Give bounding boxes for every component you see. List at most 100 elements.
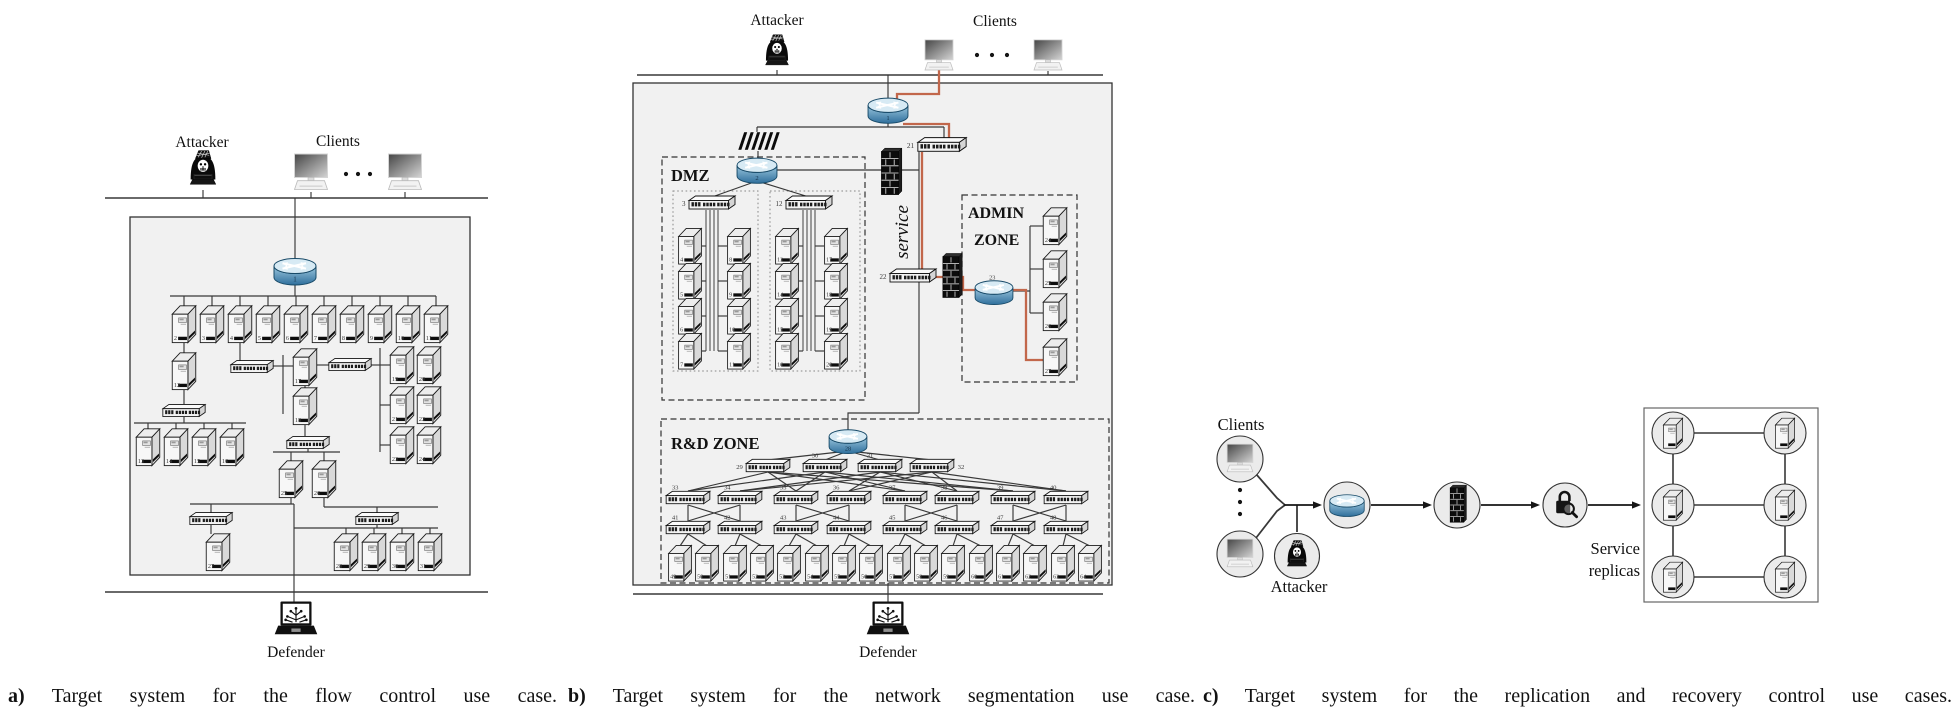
node-number-label: 30 [812,452,819,459]
arrowhead-icon [1632,501,1641,509]
edge-line [1012,533,1036,547]
edge-line [847,412,919,432]
node-number-label: 38 [941,484,948,491]
server-icon-11: 11 [726,332,752,371]
arrowhead-icon [876,101,882,106]
fw-icon [942,252,963,298]
node-number-label: 12 [776,200,784,208]
node-number-label: 28 [845,445,851,452]
server-circle-icon [1763,411,1807,455]
edge-line [931,471,1067,492]
node-number-label: 46 [941,514,948,521]
node-number-label: 52 [752,575,758,581]
label-attacker: Attacker [1271,577,1328,596]
edge-line [848,533,872,547]
node-number-label: 45 [889,514,896,521]
node-number-label: 7 [314,335,317,342]
attacker-circle-icon [1273,532,1321,580]
edge-line [767,450,849,461]
arrowhead-icon [300,262,306,267]
server-circle-icon [1763,483,1807,527]
server-circle-icon [1651,555,1695,599]
node-number-label: 9 [370,335,373,342]
server-icon-4: 4 [227,304,253,344]
router-icon-1: 1 [273,258,317,286]
node-number-label: 3 [202,335,205,342]
server-icon-21: 21 [389,385,415,425]
node-number-label: 41 [672,514,679,521]
fw-circle-icon [1433,481,1481,529]
label-clients: Clients [1218,415,1265,434]
caption-a-label: a) [8,685,25,707]
edge-line [1012,504,1067,522]
node-number-label: 25 [281,490,287,497]
server-icon-15: 15 [774,297,800,336]
arrowhead-icon [999,286,1004,291]
server-icon-54: 54 [804,544,830,583]
arrowhead-icon [982,283,988,289]
dmz-right-rack-box [769,190,861,372]
caption-b-label: b) [568,685,586,707]
monitor-icon [293,153,329,190]
server-icon-2: 2 [171,304,197,344]
edge-line [795,504,850,522]
server-icon-14: 14 [774,262,800,301]
server-circle-icon [1651,411,1695,455]
node-number-label: 63 [1053,575,1059,581]
node-number-label: 24 [419,456,426,463]
server-icon-20: 20 [823,332,849,371]
edge-line [739,533,763,547]
node-number-label: 37 [889,484,896,491]
server-icon-6: 6 [677,297,703,336]
monitor-icon [924,39,954,71]
server-icon-49: 49 [667,544,693,583]
switch-icon-31: 31 [856,452,904,473]
server-icon-20: 20 [416,345,442,385]
edge-line [931,471,958,492]
node-number-label: 24 [1045,237,1052,244]
arrowhead-icon [893,104,899,109]
node-number-label: 57 [889,575,895,581]
node-number-label: 23 [392,456,398,463]
switch-icon-48: 48 [1042,514,1090,535]
caption-b-text: Target system for the network segmentati… [612,685,1195,707]
node-number-label: 8 [342,335,345,342]
node-number-label: 14 [777,293,783,299]
node-number-label: 21 [392,416,398,423]
arrowhead-icon [762,161,768,166]
caption-a: a) Target system for the flow control us… [8,685,557,708]
node-number-label: 40 [1050,484,1057,491]
node-number-label: 15 [194,458,200,465]
node-number-label: 27 [208,563,214,570]
server-icon-13: 13 [135,427,161,467]
server-icon-25: 25 [278,459,304,499]
node-number-label: 55 [834,575,840,581]
node-number-label: 47 [997,514,1004,521]
edge-line [687,533,708,547]
switch-icon-38: 38 [933,484,981,505]
switch-icon-35: 35 [772,484,820,505]
node-number-label: 1 [886,115,889,122]
server-icon-16: 16 [774,332,800,371]
server-icon-16: 16 [219,427,245,467]
zone-rnd-box [660,418,1110,584]
switch-icon-45: 45 [881,514,929,535]
node-number-label: 10 [398,335,404,342]
server-icon-60: 60 [968,544,994,583]
server-icon-26: 26 [1042,292,1068,332]
server-icon-28: 28 [333,532,359,572]
node-number-label: 13 [777,258,783,264]
node-number-label: 7 [680,363,683,369]
node-number-label: 10 [729,328,735,334]
label-service: Service [1591,539,1640,558]
switch-icon-30: 30 [801,452,849,473]
server-icon-18: 18 [823,262,849,301]
server-icon-3: 3 [199,304,225,344]
server-icon-17: 17 [823,227,849,266]
arrowhead-icon [876,104,882,109]
switch-icon-46: 46 [933,514,981,535]
label-attacker: Attacker [175,134,229,151]
edges-layer [105,70,1786,606]
